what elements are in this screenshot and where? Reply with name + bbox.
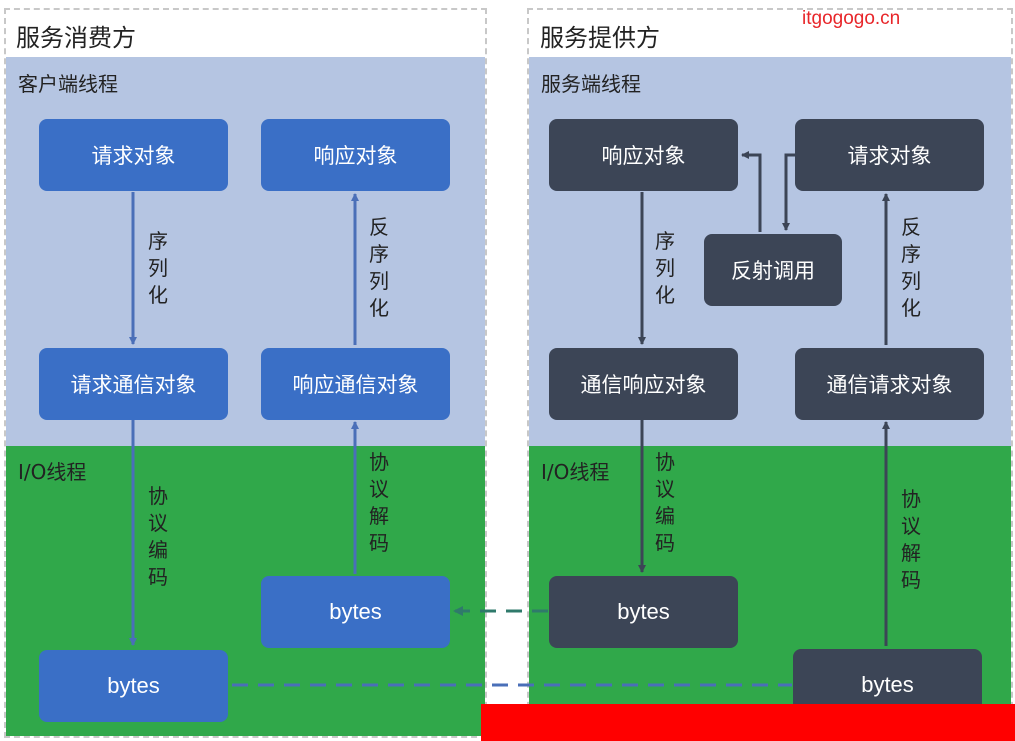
consumer-encode-label: 协议编码 — [148, 484, 168, 589]
consumer-title: 服务消费方 — [16, 24, 136, 52]
consumer-request-comm-object: 请求通信对象 — [39, 348, 228, 420]
redaction-bar — [481, 704, 1015, 741]
consumer-bytes-out: bytes — [39, 650, 228, 722]
consumer-serialize-label: 序列化 — [148, 229, 168, 307]
provider-request-comm-object: 通信请求对象 — [795, 348, 984, 420]
provider-thread-label: 服务端线程 — [541, 72, 641, 96]
consumer-deserialize-label: 反序列化 — [369, 215, 389, 320]
provider-title: 服务提供方 — [540, 24, 660, 52]
provider-response-comm-object: 通信响应对象 — [549, 348, 738, 420]
provider-deserialize-label: 反序列化 — [901, 215, 921, 320]
provider-request-object: 请求对象 — [795, 119, 984, 191]
consumer-request-object: 请求对象 — [39, 119, 228, 191]
consumer-bytes-in: bytes — [261, 576, 450, 648]
provider-decode-label: 协议解码 — [901, 487, 921, 592]
watermark: itgogogo.cn — [802, 8, 901, 29]
request-to-reflection-arrow — [782, 153, 795, 231]
consumer-decode-label: 协议解码 — [369, 450, 389, 555]
provider-io-label: I/O线程 — [541, 460, 610, 484]
provider-serialize-label: 序列化 — [655, 229, 675, 307]
consumer-io-label: I/O线程 — [18, 460, 87, 484]
provider-encode-label: 协议编码 — [655, 450, 675, 555]
consumer-response-comm-object: 响应通信对象 — [261, 348, 450, 420]
provider-response-object: 响应对象 — [549, 119, 738, 191]
reflection-to-response-arrow — [741, 151, 762, 232]
provider-bytes-out: bytes — [549, 576, 738, 648]
provider-reflection-call: 反射调用 — [704, 234, 842, 306]
consumer-response-object: 响应对象 — [261, 119, 450, 191]
consumer-thread-label: 客户端线程 — [18, 72, 118, 96]
